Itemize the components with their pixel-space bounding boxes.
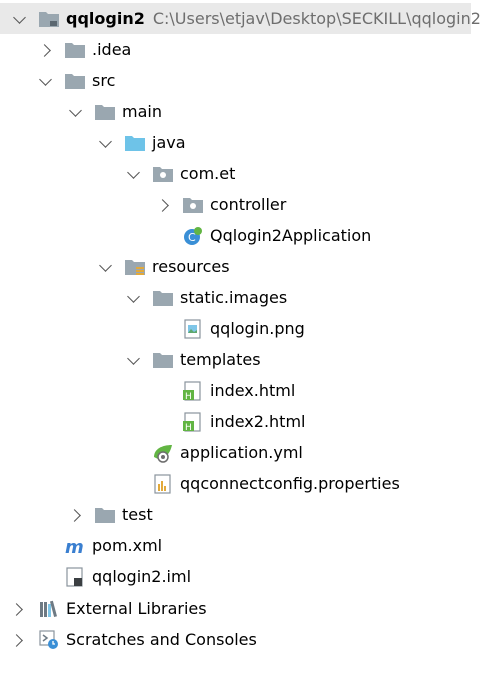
maven-icon: m xyxy=(64,536,86,558)
tree-row-static-images[interactable]: static.images xyxy=(0,282,471,313)
resources-folder-icon xyxy=(124,257,146,277)
tree-label-iml: qqlogin2.iml xyxy=(92,567,192,586)
tree-label-app-class: Qqlogin2Application xyxy=(210,226,372,245)
tree-row-src[interactable]: src xyxy=(0,65,471,96)
tree-row-test[interactable]: test xyxy=(0,499,471,530)
chevron-right-icon[interactable] xyxy=(38,42,54,58)
tree-row-iml[interactable]: qqlogin2.iml xyxy=(0,561,471,592)
tree-row-pom-xml[interactable]: m pom.xml xyxy=(0,530,471,561)
folder-icon xyxy=(64,71,86,91)
tree-label-index-html: index.html xyxy=(210,381,296,400)
tree-label-external-libraries: External Libraries xyxy=(66,599,207,618)
image-file-icon xyxy=(182,318,204,339)
chevron-down-icon[interactable] xyxy=(98,259,114,275)
tree-label-pom-xml: pom.xml xyxy=(92,536,163,555)
tree-row-templates[interactable]: templates xyxy=(0,344,471,375)
chevron-down-icon[interactable] xyxy=(38,73,54,89)
tree-row-com-et[interactable]: com.et xyxy=(0,158,471,189)
tree-row-external-libraries[interactable]: External Libraries xyxy=(0,593,471,624)
chevron-down-icon[interactable] xyxy=(126,290,142,306)
svg-text:C: C xyxy=(188,231,196,244)
project-tree: qqlogin2 C:\Users\etjav\Desktop\SECKILL\… xyxy=(0,0,471,678)
tree-row-scratches[interactable]: Scratches and Consoles xyxy=(0,624,471,655)
project-name: qqlogin2 xyxy=(66,9,145,28)
iml-file-icon xyxy=(64,566,86,587)
tree-label-static-images: static.images xyxy=(180,288,288,307)
tree-row-controller[interactable]: controller xyxy=(0,189,471,220)
tree-row-resources[interactable]: resources xyxy=(0,251,471,282)
tree-row-main[interactable]: main xyxy=(0,96,471,127)
tree-row-app-class[interactable]: C Qqlogin2Application xyxy=(0,220,471,251)
no-chevron xyxy=(156,321,172,337)
package-icon xyxy=(152,164,174,184)
tree-label-index2-html: index2.html xyxy=(210,412,306,431)
no-chevron xyxy=(38,538,54,554)
project-path: C:\Users\etjav\Desktop\SECKILL\qqlogin2 xyxy=(152,9,481,28)
tree-row-java[interactable]: java xyxy=(0,127,471,158)
tree-row-index2-html[interactable]: H index2.html xyxy=(0,406,471,437)
svg-text:H: H xyxy=(185,423,192,433)
tree-label-controller: controller xyxy=(210,195,287,214)
no-chevron xyxy=(38,569,54,585)
tree-label-java: java xyxy=(152,133,186,152)
module-folder-icon xyxy=(38,9,60,29)
folder-icon xyxy=(94,505,116,525)
chevron-right-icon[interactable] xyxy=(68,507,84,523)
tree-label-application-yml: application.yml xyxy=(180,443,303,462)
folder-icon xyxy=(152,350,174,370)
no-chevron xyxy=(156,414,172,430)
tree-row-qqlogin-png[interactable]: qqlogin.png xyxy=(0,313,471,344)
tree-label-main: main xyxy=(122,102,162,121)
tree-row-application-yml[interactable]: application.yml xyxy=(0,437,471,468)
html-file-icon: H xyxy=(182,380,204,402)
tree-label-qqconnect-properties: qqconnectconfig.properties xyxy=(180,474,400,493)
no-chevron xyxy=(156,228,172,244)
tree-row-index-html[interactable]: H index.html xyxy=(0,375,471,406)
svg-text:H: H xyxy=(185,392,192,402)
svg-text:m: m xyxy=(65,537,84,558)
tree-label-scratches: Scratches and Consoles xyxy=(66,630,257,649)
tree-row-project-root[interactable]: qqlogin2 C:\Users\etjav\Desktop\SECKILL\… xyxy=(0,3,481,34)
chevron-right-icon[interactable] xyxy=(156,197,172,213)
html-file-icon: H xyxy=(182,411,204,433)
chevron-down-icon[interactable] xyxy=(98,135,114,151)
tree-row-idea[interactable]: .idea xyxy=(0,34,471,65)
spring-yml-icon xyxy=(152,443,174,463)
external-libraries-icon xyxy=(38,599,60,619)
tree-label-idea: .idea xyxy=(92,40,132,59)
chevron-down-icon[interactable] xyxy=(12,11,28,27)
chevron-right-icon[interactable] xyxy=(10,632,26,648)
no-chevron xyxy=(126,476,142,492)
tree-label-resources: resources xyxy=(152,257,230,276)
chevron-right-icon[interactable] xyxy=(10,601,26,617)
tree-label-templates: templates xyxy=(180,350,261,369)
no-chevron xyxy=(156,383,172,399)
scratches-icon xyxy=(38,629,60,650)
folder-icon xyxy=(64,40,86,60)
folder-icon xyxy=(152,288,174,308)
folder-icon xyxy=(94,102,116,122)
chevron-down-icon[interactable] xyxy=(126,166,142,182)
chevron-down-icon[interactable] xyxy=(68,104,84,120)
source-folder-icon xyxy=(124,133,146,153)
tree-label-qqlogin-png: qqlogin.png xyxy=(210,319,305,338)
spring-boot-class-icon: C xyxy=(182,226,204,246)
tree-label-test: test xyxy=(122,505,153,524)
package-icon xyxy=(182,195,204,215)
tree-row-qqconnect-properties[interactable]: qqconnectconfig.properties xyxy=(0,468,471,499)
no-chevron xyxy=(126,445,142,461)
tree-label-src: src xyxy=(92,71,116,90)
tree-label-com-et: com.et xyxy=(180,164,236,183)
properties-file-icon xyxy=(152,473,174,494)
chevron-down-icon[interactable] xyxy=(126,352,142,368)
